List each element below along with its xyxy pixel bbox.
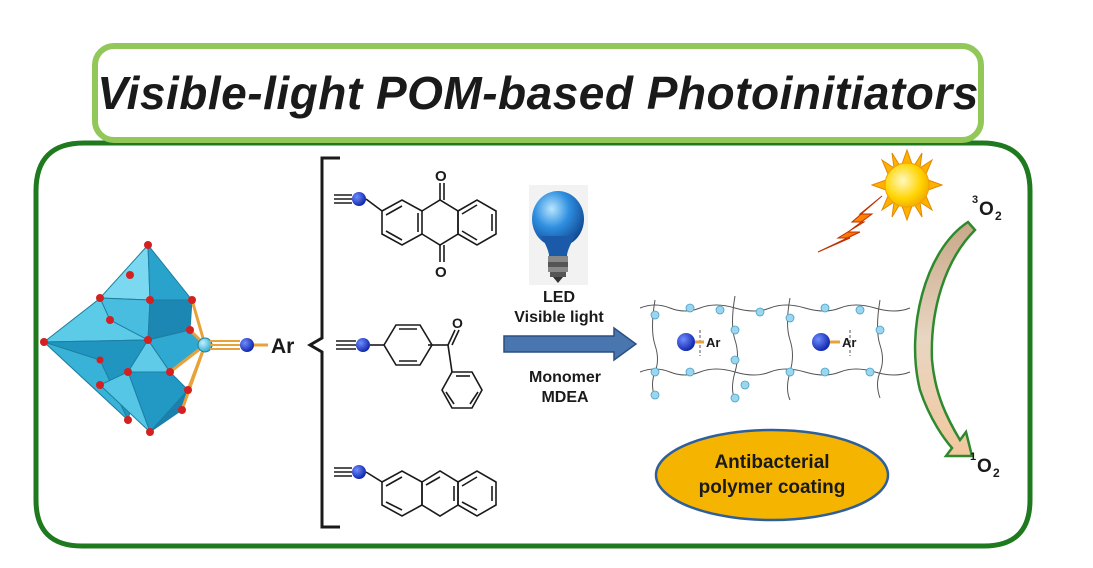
network-bead-2 xyxy=(812,333,830,351)
svg-text:O: O xyxy=(977,456,992,477)
visible-light-label: Visible light xyxy=(514,309,604,326)
molecule-anthraquinone xyxy=(334,183,497,262)
sun-icon xyxy=(870,148,944,222)
reaction-arrow xyxy=(503,326,638,362)
oxygen-conversion-arrow xyxy=(913,220,977,458)
product-label-line1: Antibacterial xyxy=(714,452,829,473)
network-bead-1 xyxy=(677,333,695,351)
monomer-label: Monomer xyxy=(529,369,601,386)
polymer-network xyxy=(639,295,911,403)
diagram-title: Visible-light POM-based Photoinitiators xyxy=(97,67,979,119)
product-ellipse xyxy=(654,428,890,522)
mol1-oxygen-top: O xyxy=(435,168,447,185)
pom-cluster xyxy=(40,241,213,436)
svg-text:2: 2 xyxy=(995,209,1002,223)
mol2-bead xyxy=(356,338,370,352)
aryl-label: Ar xyxy=(271,335,294,358)
mol3-bead xyxy=(352,465,366,479)
lightning-bolt-icon xyxy=(817,195,883,253)
linker-bead xyxy=(240,338,254,352)
mdea-label: MDEA xyxy=(541,389,589,406)
svg-text:O: O xyxy=(979,199,994,220)
mol2-oxygen: O xyxy=(452,315,463,331)
network-aryl-label-2: Ar xyxy=(842,335,856,350)
product-label-line2: polymer coating xyxy=(699,477,846,498)
mol1-oxygen-bottom: O xyxy=(435,264,447,281)
led-bulb-icon xyxy=(529,185,588,285)
svg-text:3: 3 xyxy=(972,194,978,206)
svg-text:2: 2 xyxy=(993,466,1000,480)
mol1-bead xyxy=(352,192,366,206)
alkyne-linker xyxy=(210,338,268,352)
svg-text:1: 1 xyxy=(970,451,976,463)
main-frame xyxy=(33,140,1033,549)
selection-bracket xyxy=(307,156,340,529)
triplet-oxygen-label: 3 O 2 xyxy=(972,194,1002,223)
singlet-oxygen-label: 1 O 2 xyxy=(970,451,1000,480)
molecule-benzophenone xyxy=(336,324,483,409)
network-aryl-label-1: Ar xyxy=(706,335,720,350)
title-banner: Visible-light POM-based Photoinitiators xyxy=(92,43,984,143)
led-label: LED xyxy=(543,289,575,306)
molecule-anthracene xyxy=(334,467,497,517)
